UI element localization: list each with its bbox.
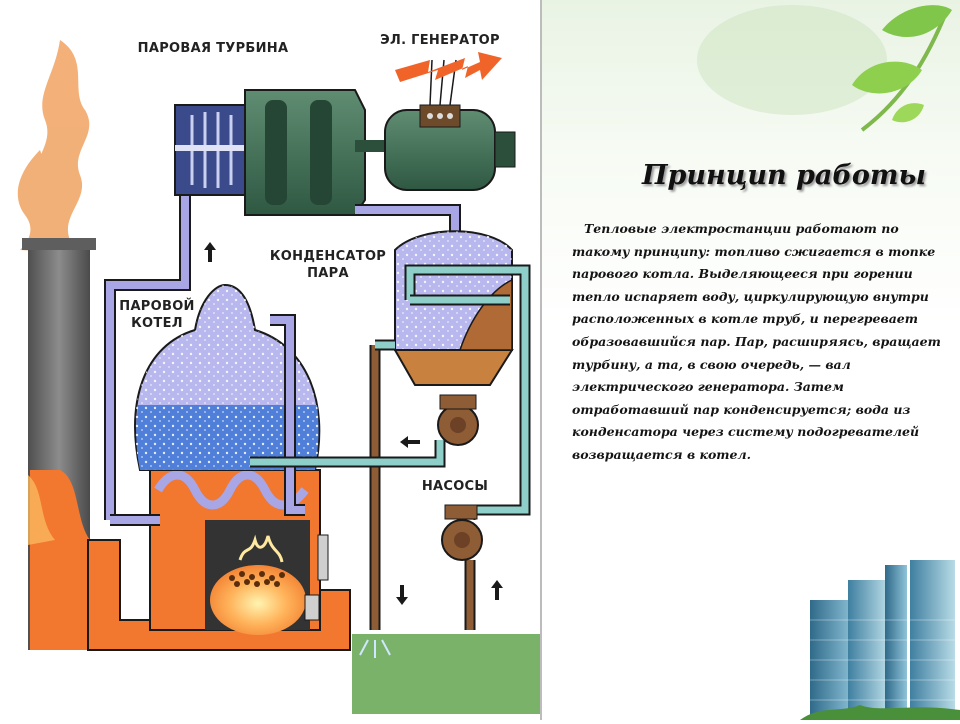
label-condenser: КОНДЕНСАТОР ПАРА: [262, 248, 394, 282]
ground: [352, 634, 540, 714]
label-pumps: НАСОСЫ: [405, 478, 505, 495]
steam-condenser: [395, 231, 525, 410]
pump-lower: [442, 505, 482, 560]
slide-body-text: Тепловые электростанции работают по тако…: [572, 218, 957, 467]
slide-title: Принцип работы: [624, 160, 944, 191]
leaf-icon: [542, 0, 960, 160]
smoke: [18, 40, 90, 252]
power-plant-diagram: ПАРОВАЯ ТУРБИНА ЭЛ. ГЕНЕРАТОР КОНДЕНСАТО…: [0, 0, 540, 720]
text-panel: Принцип работы Тепловые электростанции р…: [542, 0, 960, 720]
building-icon: [800, 545, 960, 720]
label-steam-turbine: ПАРОВАЯ ТУРБИНА: [128, 40, 298, 57]
pump-upper: [438, 395, 478, 445]
label-boiler: ПАРОВОЙ КОТЕЛ: [112, 298, 202, 332]
label-generator: ЭЛ. ГЕНЕРАТОР: [370, 32, 510, 49]
fire: [210, 565, 306, 635]
electric-arrow-icon: [395, 52, 502, 82]
steam-turbine: [175, 90, 390, 215]
